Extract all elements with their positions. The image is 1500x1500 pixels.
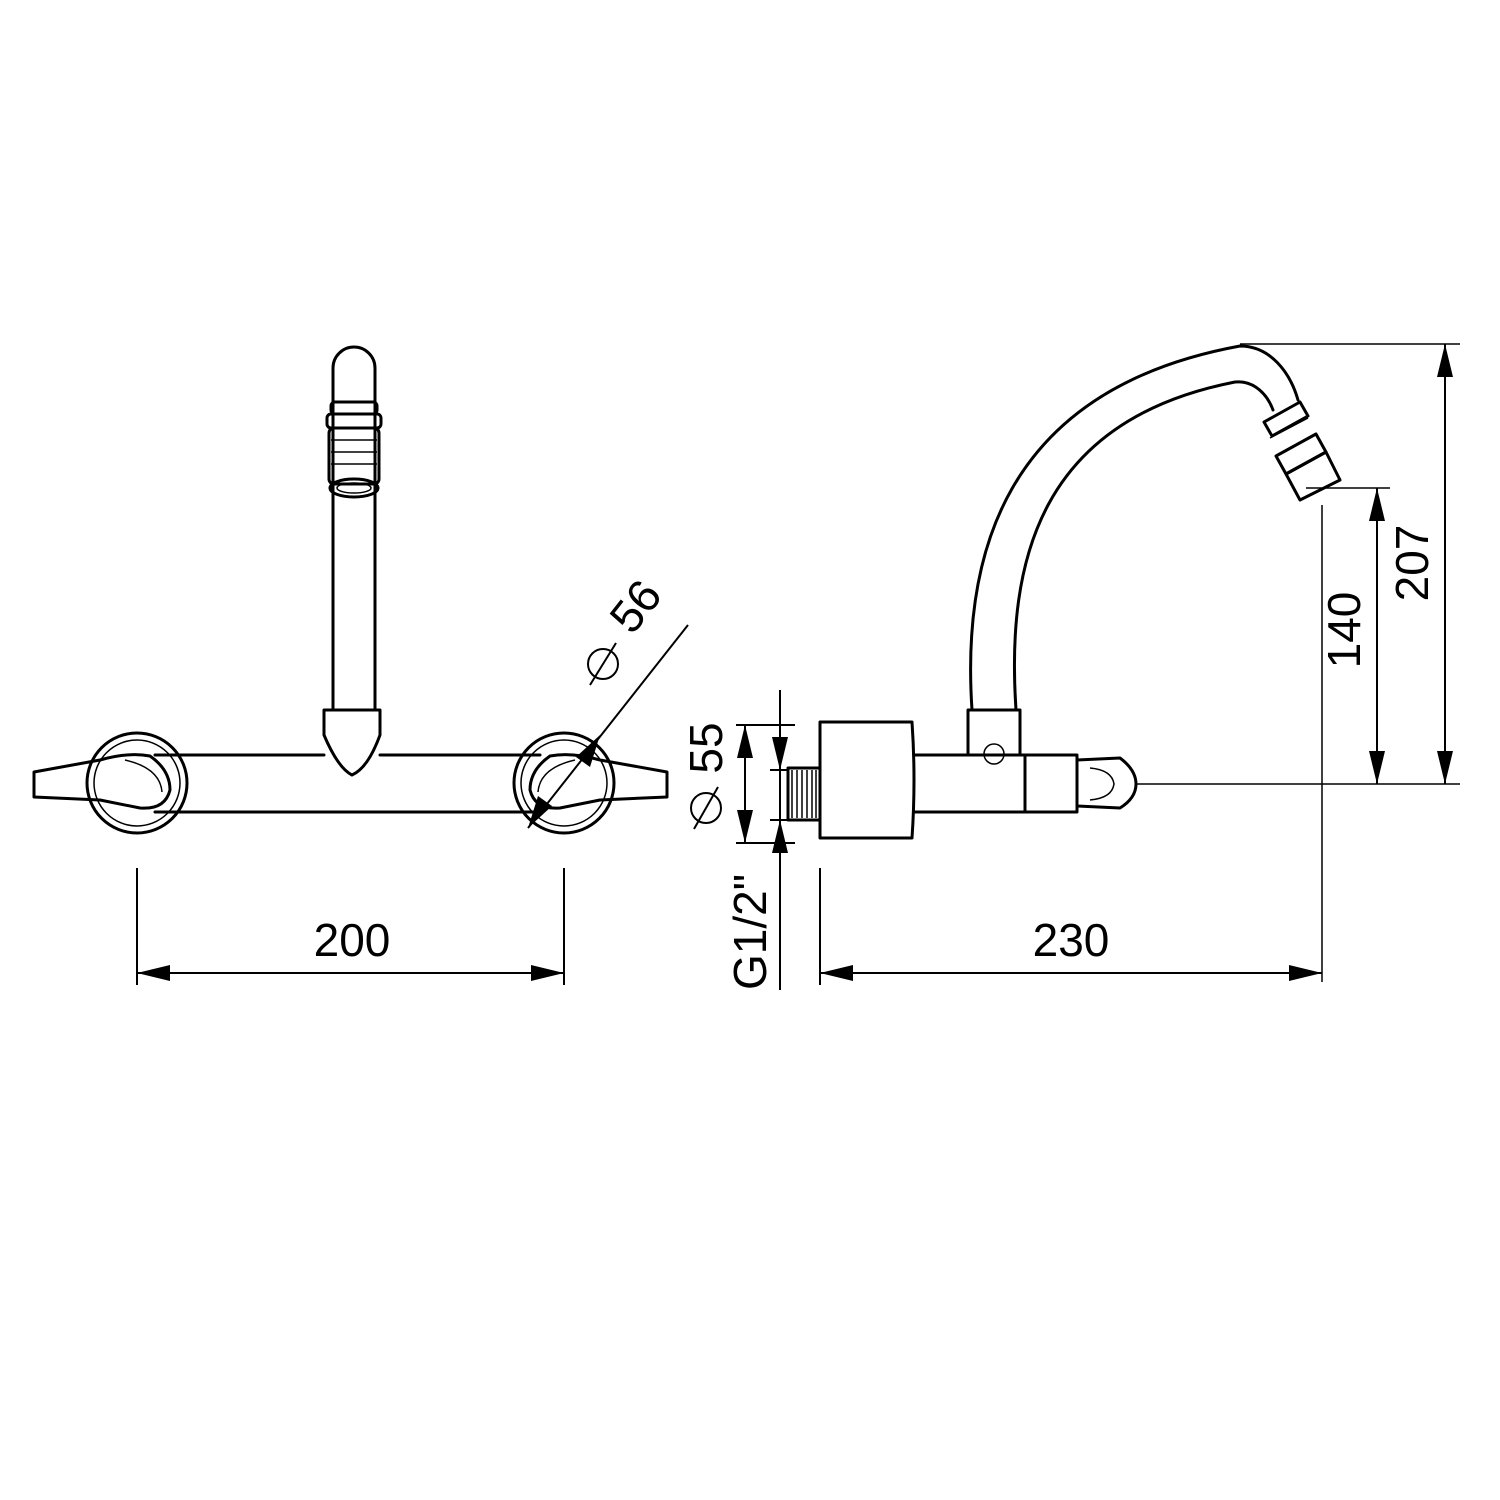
diameter-symbol (587, 648, 619, 680)
front-body (153, 753, 542, 814)
side-view (786, 344, 1342, 840)
side-spout-collar (966, 708, 1022, 757)
right-handle (512, 731, 669, 835)
handle-spacing-label: 200 (314, 914, 391, 966)
side-rosette (818, 720, 916, 840)
side-spout (969, 344, 1300, 712)
rosette-diameter-label: 56 (599, 570, 671, 642)
inlet-diameter-dimension: 55 G1/2" (680, 690, 795, 990)
inlet-diameter-label: 55 (680, 722, 732, 773)
side-handle (1075, 756, 1138, 810)
front-view (32, 345, 669, 835)
side-aerator (1262, 400, 1342, 502)
outlet-height-label: 140 (1318, 592, 1370, 669)
handle-spacing-dimension: 200 (136, 868, 565, 985)
projection-label: 230 (1033, 914, 1110, 966)
outlet-height-dimension: 140 (1318, 488, 1385, 784)
thread-label: G1/2" (724, 874, 776, 990)
total-height-label: 207 (1386, 525, 1438, 602)
projection-dimension: 230 (819, 868, 1322, 985)
threaded-inlet (786, 766, 822, 822)
rosette-diameter-dimension: 56 (527, 570, 689, 829)
diameter-symbol (690, 792, 722, 824)
front-collar (322, 708, 382, 777)
front-spout (325, 345, 383, 710)
left-handle (32, 731, 189, 835)
total-height-dimension: 207 (1386, 344, 1453, 784)
